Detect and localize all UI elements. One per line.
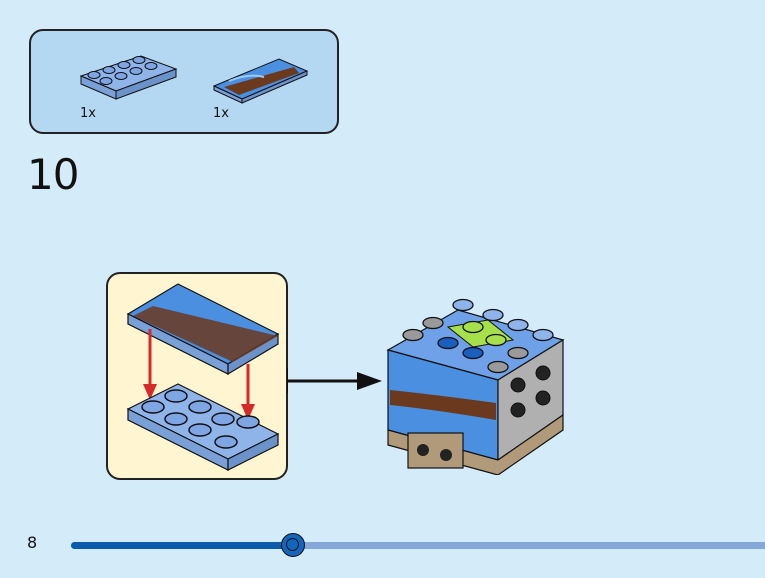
plate-2x4-icon	[79, 55, 178, 100]
part-quantity: 1x	[213, 106, 229, 121]
sub-assembly-illustration	[126, 283, 280, 471]
down-arrow-icon	[241, 364, 255, 420]
part-quantity: 1x	[80, 106, 96, 121]
model-illustration	[386, 298, 565, 475]
step-number: 10	[27, 150, 79, 199]
progress-knob[interactable]	[281, 533, 306, 557]
progress-fill	[71, 542, 294, 549]
water-tile-icon	[212, 58, 309, 104]
page-number: 8	[27, 533, 38, 552]
sub-assembly-callout	[106, 272, 288, 480]
parts-list-box: 1x 1x	[29, 29, 339, 134]
arrow-right-icon	[287, 368, 382, 393]
down-arrow-icon	[143, 329, 157, 400]
progress-bar	[71, 533, 765, 557]
progress-track	[71, 542, 765, 549]
